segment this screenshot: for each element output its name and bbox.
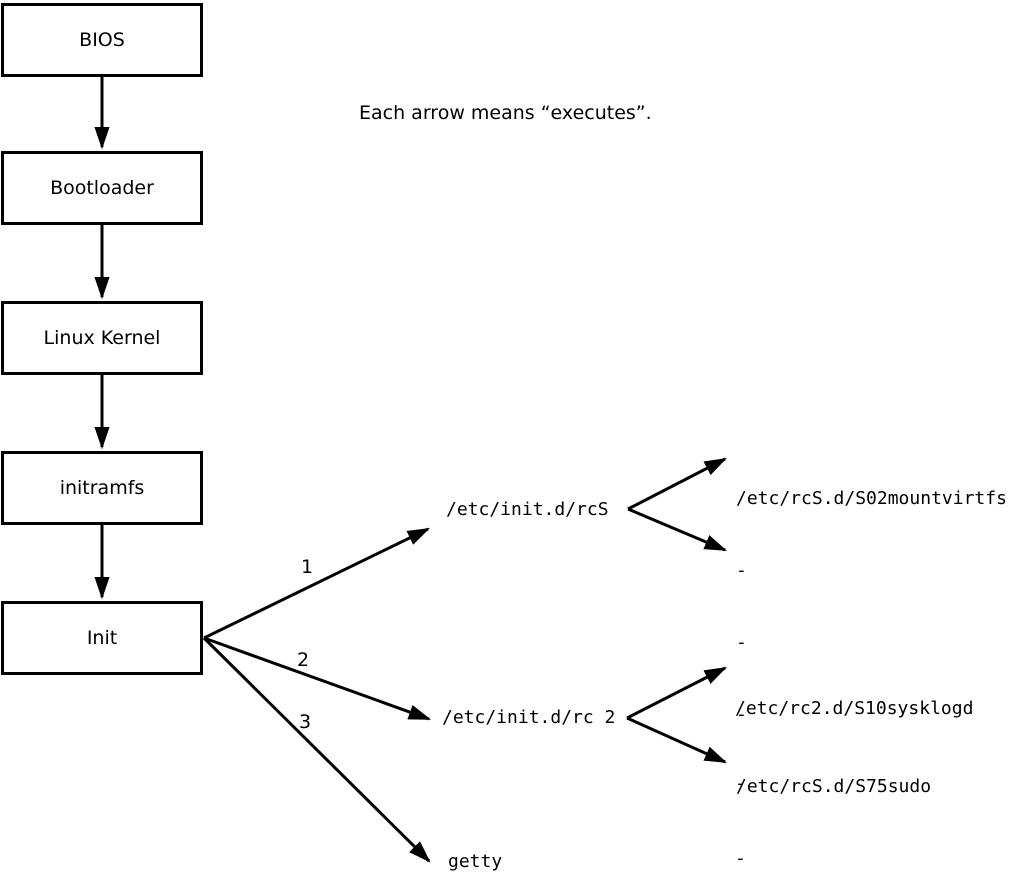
box-bootloader-label: Bootloader [50, 177, 154, 199]
node-getty: getty [448, 851, 503, 872]
node-rc2-script: /etc/init.d/rc 2 [442, 707, 616, 728]
box-init: Init [1, 601, 203, 675]
box-initramfs-label: initramfs [59, 477, 145, 499]
box-bios-label: BIOS [79, 29, 125, 51]
arrow-rc2-to-last-script [626, 716, 728, 764]
arrow-rc2-to-first-script [626, 666, 728, 720]
box-init-label: Init [86, 627, 118, 649]
edge-label-1: 1 [301, 556, 314, 578]
legend-note: Each arrow means “executes”. [359, 102, 652, 124]
arrow-init-to-rc2 [203, 636, 432, 721]
edge-label-2: 2 [297, 649, 310, 671]
box-initramfs: initramfs [1, 451, 203, 525]
arrow-rcs-to-first-script [627, 457, 727, 511]
fork-rcs-scripts: /etc/rcS.d/S02mountvirtfs - - - /etc/rcS… [736, 439, 1007, 847]
edge-label-3: 3 [299, 711, 312, 733]
ellipsis-dash: - [735, 773, 746, 794]
ellipsis-dash: - [735, 848, 746, 869]
node-rcs-last-script: /etc/rcS.d/S75sudo [736, 776, 932, 797]
ellipsis-dash: - [736, 704, 747, 725]
arrow-init-to-rcs [203, 527, 431, 640]
ellipsis-dash: - [736, 560, 747, 581]
box-bios: BIOS [1, 3, 203, 77]
fork-rc2-scripts: /etc/rc2.d/S10sysklogd - - - /etc/rc2.d/… [735, 646, 973, 875]
node-rcs-first-script: /etc/rcS.d/S02mountvirtfs [736, 488, 1007, 509]
box-linux-kernel: Linux Kernel [1, 301, 203, 375]
node-rcs-script: /etc/init.d/rcS [446, 499, 609, 520]
box-linux-kernel-label: Linux Kernel [43, 327, 161, 349]
arrow-rcs-to-last-script [627, 507, 728, 552]
arrow-init-to-getty [202, 636, 431, 863]
ellipsis-dash: - [736, 632, 747, 653]
box-bootloader: Bootloader [1, 151, 203, 225]
node-rc2-first-script: /etc/rc2.d/S10sysklogd [735, 698, 974, 719]
